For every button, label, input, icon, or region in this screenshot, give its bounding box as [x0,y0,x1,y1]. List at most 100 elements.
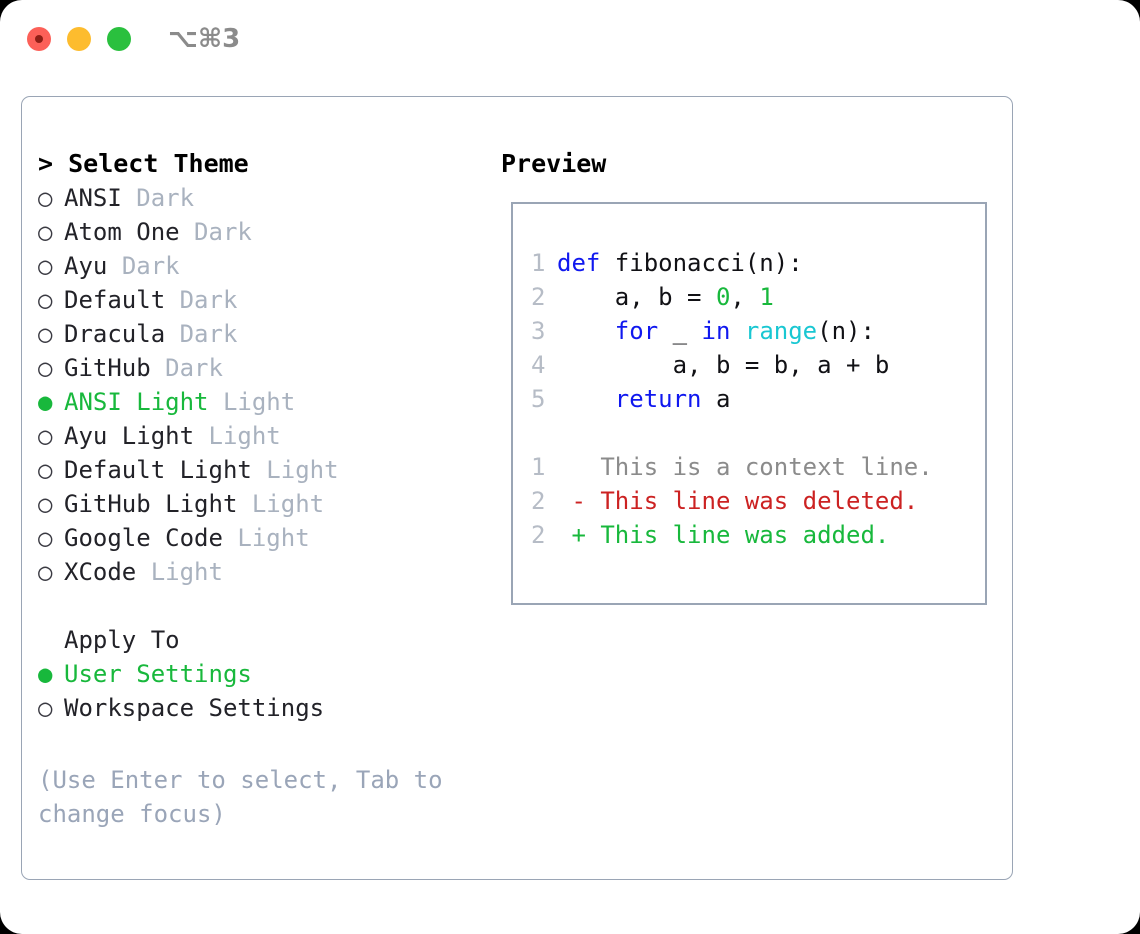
theme-item-variant: Light [266,456,339,484]
apply-to-option-user-settings[interactable]: ● User Settings [38,657,488,691]
spacer [165,286,179,314]
line-number: 1 [531,249,546,277]
preview-box: 1 def fibonacci(n): 2 a, b = 0, 1 3 for _ i… [511,202,987,605]
theme-item-variant: Dark [179,286,238,314]
code-token: a, b = b, a + b [557,351,890,379]
theme-item-dracula[interactable]: ○Dracula Dark [38,317,488,351]
theme-item-label: Google Code [64,524,223,552]
code-token: return [614,385,702,413]
radio-selected-icon: ● [38,388,53,416]
code-line: 1 def fibonacci(n): [531,246,979,280]
radio-selected-icon: ● [38,660,53,688]
spacer [252,456,266,484]
theme-item-ayu-light[interactable]: ○Ayu Light Light [38,419,488,453]
code-blank-line [531,416,979,450]
diff-sign: - [557,487,601,515]
apply-to-option-workspace-settings[interactable]: ○ Workspace Settings [38,691,488,725]
theme-item-variant: Dark [165,354,223,382]
keyboard-hint-text: (Use Enter to select, Tab to change focu… [38,766,443,828]
code-token: 1 [759,283,774,311]
code-line: 2 a, b = 0, 1 [531,280,979,314]
spacer [136,558,150,586]
theme-item-variant: Light [222,388,296,416]
diff-line-del: 2 - This line was deleted. [531,484,979,518]
maximize-window-button[interactable] [107,27,131,51]
code-token: in [701,317,731,345]
spacer [151,354,165,382]
code-token: fibonacci(n): [600,249,803,277]
apply-to-option-label: Workspace Settings [64,694,325,722]
radio-unselected-icon: ○ [38,694,53,722]
diff-sign: + [557,521,601,549]
theme-item-label: Default Light [64,456,252,484]
line-number: 4 [531,351,546,379]
spacer [209,388,223,416]
line-number: 3 [531,317,546,345]
radio-unselected-icon: ○ [38,490,53,518]
apply-to-option-label: User Settings [64,660,252,688]
theme-item-github-light[interactable]: ○GitHub Light Light [38,487,488,521]
code-token: (n): [817,317,875,345]
minimize-window-button[interactable] [67,27,91,51]
code-preview: 1 def fibonacci(n): 2 a, b = 0, 1 3 for _ i… [531,246,979,552]
line-number: 5 [531,385,546,413]
theme-item-variant: Light [237,524,310,552]
main-panel: > Select Theme ○ANSI Dark○Atom One Dark○… [21,96,1013,880]
close-window-button[interactable] [27,27,51,51]
line-number: 1 [531,453,546,481]
theme-item-ayu[interactable]: ○Ayu Dark [38,249,488,283]
code-token [730,317,744,345]
theme-item-ansi-light[interactable]: ●ANSI Light Light [38,385,488,419]
spacer [237,490,251,518]
section-spacer [38,589,488,623]
code-token: range [744,317,818,345]
keyboard-shortcut-label: ⌥⌘3 [168,24,241,54]
diff-line-ctx: 1 This is a context line. [531,450,979,484]
code-line: 5 return a [531,382,979,416]
theme-item-variant: Dark [179,320,238,348]
theme-item-variant: Light [150,558,223,586]
radio-unselected-icon: ○ [38,320,53,348]
code-token [557,317,615,345]
diff-text: This line was deleted. [600,487,919,515]
theme-item-label: Atom One [64,218,180,246]
code-token: a, b = [557,283,716,311]
theme-item-label: Default [64,286,166,314]
theme-item-ansi[interactable]: ○ANSI Dark [38,181,488,215]
theme-item-xcode[interactable]: ○XCode Light [38,555,488,589]
diff-text: This line was added. [600,521,890,549]
theme-item-github[interactable]: ○GitHub Dark [38,351,488,385]
theme-item-google-code[interactable]: ○Google Code Light [38,521,488,555]
theme-selector-column: > Select Theme ○ANSI Dark○Atom One Dark○… [38,147,488,725]
theme-item-default[interactable]: ○ Default Dark [38,283,488,317]
spacer [165,320,179,348]
radio-unselected-icon: ○ [38,456,53,484]
theme-item-atom-one[interactable]: ○ Atom One Dark [38,215,488,249]
radio-unselected-icon: ○ [38,286,53,314]
preview-column: Preview [501,147,996,181]
code-token [557,385,615,413]
theme-item-label: Ayu Light [64,422,195,450]
theme-list[interactable]: ○ANSI Dark○Atom One Dark○Ayu Dark○Defaul… [38,181,488,589]
theme-item-label: XCode [64,558,137,586]
theme-item-label: GitHub [64,354,151,382]
code-token: def [557,249,601,277]
radio-unselected-icon: ○ [38,218,53,246]
apply-to-options[interactable]: ● User Settings ○ Workspace Settings [38,657,488,725]
radio-unselected-icon: ○ [38,252,53,280]
radio-unselected-icon: ○ [38,184,53,212]
theme-item-variant: Dark [194,218,252,246]
radio-unselected-icon: ○ [38,422,53,450]
theme-list-header: > Select Theme [38,149,249,178]
diff-sign [557,453,600,481]
code-token: for [614,317,659,345]
code-token: 0 [715,283,731,311]
spacer [107,252,121,280]
theme-item-default-light[interactable]: ○ Default Light Light [38,453,488,487]
code-line: 4 a, b = b, a + b [531,348,979,382]
code-token: _ [658,317,702,345]
apply-to-header: Apply To [64,626,180,654]
code-token: , [730,283,760,311]
title-bar: ⌥⌘3 [0,0,1140,78]
